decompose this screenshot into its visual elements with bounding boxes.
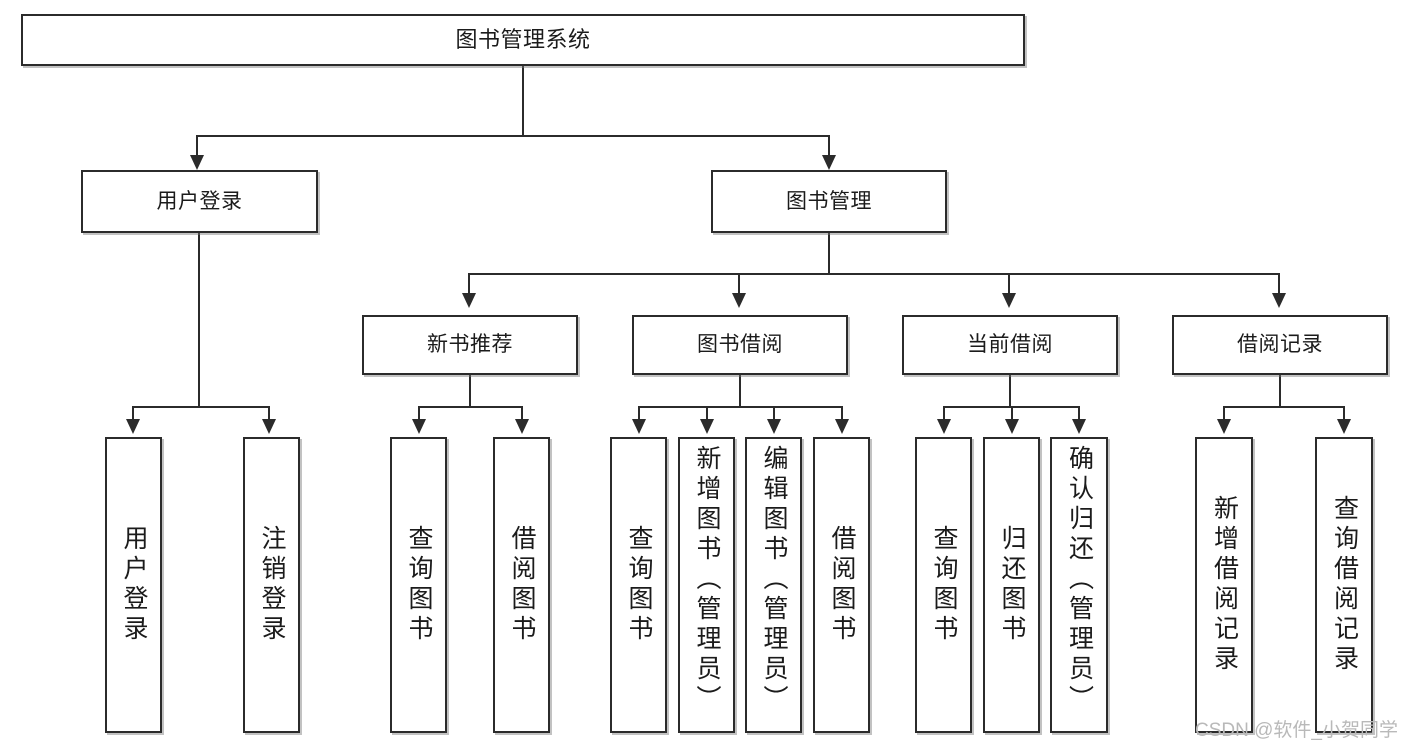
node-label: 新书推荐 [427,333,513,357]
leaf-query-book-current[interactable]: 查询图书 [915,437,972,733]
node-label: 注销登录 [258,525,286,645]
arrow-to-leaf-query-book-3 [937,419,951,434]
connector-borrowrecord-stub-2 [1343,406,1345,420]
node-label: 查询借阅记录 [1330,495,1359,675]
node-label: 查询图书 [405,525,433,645]
node-borrowing-record[interactable]: 借阅记录 [1172,315,1388,375]
node-label: 图书管理系统 [455,26,591,52]
arrow-to-leaf-confirm-return [1072,419,1086,434]
arrow-to-user-login [190,155,204,170]
node-label: 当前借阅 [967,333,1053,357]
node-label: 借阅图书 [828,525,856,645]
leaf-add-book-admin[interactable]: 新增图书（管理员） [678,437,735,733]
connector-currentborrow-stub-3 [1078,406,1080,420]
arrow-to-borrow-record [1272,293,1286,308]
node-current-borrowing[interactable]: 当前借阅 [902,315,1118,375]
connector-root-stub-right [828,135,830,157]
node-book-borrowing[interactable]: 图书借阅 [632,315,848,375]
connector-userlogin-stub-2 [268,406,270,420]
arrow-to-book-borrow [732,293,746,308]
leaf-return-book[interactable]: 归还图书 [983,437,1040,733]
arrow-to-leaf-query-record [1337,419,1351,434]
leaf-user-login[interactable]: 用户登录 [105,437,162,733]
node-label: 新增借阅记录 [1210,495,1239,675]
connector-currentborrow-stub-1 [943,406,945,420]
connector-newbook-trunk [469,375,471,407]
arrow-to-leaf-return-book [1005,419,1019,434]
arrow-to-leaf-user-login [126,419,140,434]
arrow-to-leaf-borrow-book-1 [515,419,529,434]
arrow-to-leaf-query-book-1 [412,419,426,434]
leaf-add-borrow-record[interactable]: 新增借阅记录 [1195,437,1253,733]
arrow-to-leaf-add-book [700,419,714,434]
connector-currentborrow-stub-2 [1011,406,1013,420]
connector-currentborrow-trunk [1009,375,1011,407]
leaf-edit-book-admin[interactable]: 编辑图书（管理员） [745,437,802,733]
node-label: 查询图书 [930,525,958,645]
connector-bookborrow-bus [638,406,842,408]
connector-bookborrow-stub-3 [773,406,775,420]
arrow-to-leaf-edit-book [767,419,781,434]
arrow-to-leaf-add-record [1217,419,1231,434]
connector-borrowrecord-trunk [1279,375,1281,407]
leaf-borrow-book-borrowing[interactable]: 借阅图书 [813,437,870,733]
connector-bookmanage-bus [468,273,1278,275]
connector-root-stub-left [196,135,198,157]
node-new-book-recommendation[interactable]: 新书推荐 [362,315,578,375]
connector-userlogin-bus [132,406,268,408]
connector-bookborrow-stub-4 [841,406,843,420]
node-user-login[interactable]: 用户登录 [81,170,318,233]
node-label: 用户登录 [156,189,243,213]
leaf-query-borrow-record[interactable]: 查询借阅记录 [1315,437,1373,733]
node-label: 确认归还（管理员） [1065,445,1094,715]
leaf-confirm-return-admin[interactable]: 确认归还（管理员） [1050,437,1108,733]
connector-userlogin-trunk [198,233,200,407]
connector-newbook-stub-2 [521,406,523,420]
node-book-management[interactable]: 图书管理 [711,170,947,233]
connector-newbook-stub-1 [418,406,420,420]
node-label: 借阅图书 [508,525,536,645]
connector-newbook-bus [418,406,522,408]
leaf-query-book-newbook[interactable]: 查询图书 [390,437,447,733]
connector-userlogin-stub-1 [132,406,134,420]
arrow-to-current-borrow [1002,293,1016,308]
leaf-query-book-borrowing[interactable]: 查询图书 [610,437,667,733]
connector-l3-stub-1 [468,273,470,295]
connector-bookborrow-stub-2 [706,406,708,420]
connector-borrowrecord-bus [1223,406,1344,408]
connector-root-bus [196,135,830,137]
arrow-to-leaf-borrow-book-2 [835,419,849,434]
arrow-to-leaf-query-book-2 [632,419,646,434]
arrow-to-new-book-rec [462,293,476,308]
node-label: 编辑图书（管理员） [760,445,788,715]
node-label: 借阅记录 [1237,333,1323,357]
node-root-book-management-system[interactable]: 图书管理系统 [21,14,1025,66]
connector-root-trunk [522,66,524,136]
node-label: 查询图书 [625,525,653,645]
leaf-logout[interactable]: 注销登录 [243,437,300,733]
node-label: 用户登录 [120,525,148,645]
leaf-borrow-book-newbook[interactable]: 借阅图书 [493,437,550,733]
connector-bookmanage-trunk [828,233,830,274]
connector-bookborrow-trunk [739,375,741,407]
node-label: 图书管理 [786,189,872,213]
connector-l3-stub-4 [1278,273,1280,295]
connector-bookborrow-stub-1 [638,406,640,420]
node-label: 新增图书（管理员） [693,445,721,715]
connector-borrowrecord-stub-1 [1223,406,1225,420]
connector-l3-stub-3 [1008,273,1010,295]
arrow-to-leaf-logout [262,419,276,434]
connector-l3-stub-2 [738,273,740,295]
node-label: 图书借阅 [697,333,783,357]
node-label: 归还图书 [998,525,1026,645]
arrow-to-book-manage [822,155,836,170]
